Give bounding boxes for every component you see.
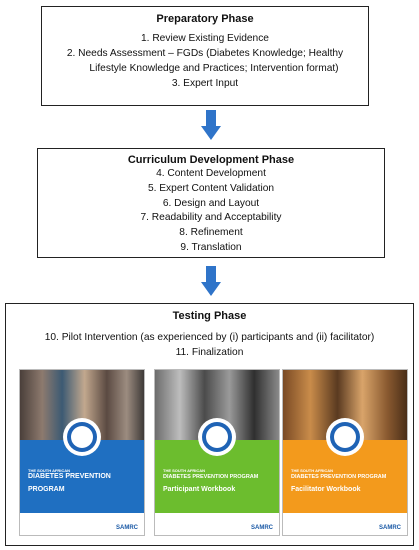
step-3: 3. Expert Input xyxy=(171,78,239,89)
cover-title-line2: PROGRAM xyxy=(28,486,65,493)
preparatory-phase-title: Preparatory Phase xyxy=(156,13,254,25)
ring-logo-icon xyxy=(326,418,364,456)
testing-phase-title: Testing Phase xyxy=(172,310,247,322)
step-4: 4. Content Development xyxy=(156,168,266,179)
preparatory-phase-box: Preparatory Phase 1. Review Existing Evi… xyxy=(41,6,369,106)
ring-logo-icon xyxy=(198,418,236,456)
step-8: 8. Refinement xyxy=(179,227,243,239)
ring-logo-icon xyxy=(63,418,101,456)
program-cover-image: THE SOUTH AFRICAN DIABETES PREVENTION PR… xyxy=(20,370,144,535)
samrc-logo: SAMRC xyxy=(379,525,401,531)
step-9: 9. Translation xyxy=(180,241,242,253)
step-6: 6. Design and Layout xyxy=(162,197,260,209)
step-2: 2. Needs Assessment – FGDs (Diabetes Kno… xyxy=(66,48,344,59)
step-11: 11. Finalization xyxy=(175,347,244,358)
curriculum-phase-title: Curriculum Development Phase xyxy=(127,154,295,166)
curriculum-phase-box: Curriculum Development Phase 4. Content … xyxy=(37,148,385,258)
cover-title-line1: DIABETES PREVENTION PROGRAM xyxy=(163,474,259,480)
samrc-logo: SAMRC xyxy=(116,525,138,531)
cover-title-line2: Facilitator Workbook xyxy=(291,486,361,493)
down-arrow-1 xyxy=(201,110,221,140)
samrc-logo: SAMRC xyxy=(251,525,273,531)
cover-footer xyxy=(20,513,144,535)
cover-title-line1: DIABETES PREVENTION PROGRAM xyxy=(291,474,387,480)
cover-kicker: THE SOUTH AFRICAN xyxy=(163,468,206,473)
step-2-continued: Lifestyle Knowledge and Practices; Inter… xyxy=(89,63,339,74)
testing-phase-box: Testing Phase 10. Pilot Intervention (as… xyxy=(5,303,414,546)
step-1: 1. Review Existing Evidence xyxy=(141,33,269,44)
down-arrow-2 xyxy=(201,266,221,296)
cover-footer xyxy=(283,513,407,535)
step-5: 5. Expert Content Validation xyxy=(147,182,275,194)
cover-title-line1: DIABETES PREVENTION xyxy=(28,473,111,480)
step-7: 7. Readability and Acceptability xyxy=(140,212,282,224)
participant-workbook-cover-image: THE SOUTH AFRICAN DIABETES PREVENTION PR… xyxy=(155,370,279,535)
cover-kicker: THE SOUTH AFRICAN xyxy=(28,468,71,473)
step-10: 10. Pilot Intervention (as experienced b… xyxy=(44,332,375,343)
facilitator-workbook-cover-image: THE SOUTH AFRICAN DIABETES PREVENTION PR… xyxy=(283,370,407,535)
cover-title-line2: Participant Workbook xyxy=(163,486,236,493)
cover-footer xyxy=(155,513,279,535)
cover-kicker: THE SOUTH AFRICAN xyxy=(291,468,334,473)
